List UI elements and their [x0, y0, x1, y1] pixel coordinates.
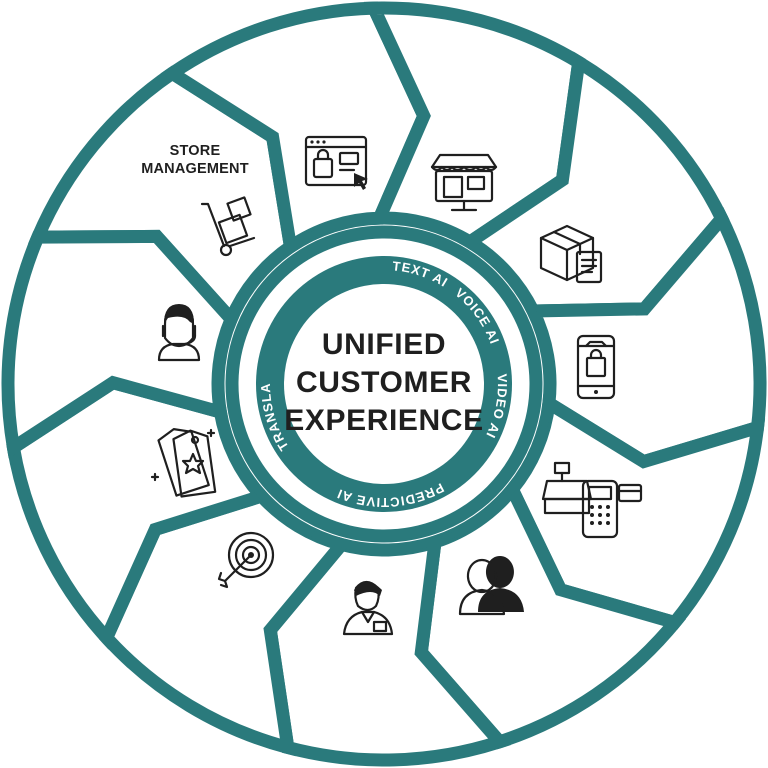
headset-agent-icon: [157, 304, 201, 362]
storefront-monitor-icon: [430, 153, 498, 212]
segment-label-line: MANAGEMENT: [141, 161, 249, 177]
two-people-icon: [458, 556, 524, 616]
hub-title-line-1: UNIFIED: [322, 328, 446, 361]
hand-truck-icon: [200, 196, 256, 257]
segment-icons: [150, 135, 643, 636]
loyalty-tags-icon: [150, 428, 217, 498]
smartphone-shop-icon: [576, 334, 616, 400]
package-box-icon: [539, 224, 603, 284]
hub-title-line-2: CUSTOMER: [296, 366, 472, 399]
hub-center: [284, 284, 484, 484]
target-dart-icon: [217, 531, 275, 589]
cash-register-terminal-icon: [541, 461, 643, 539]
segment-label-line: STORE: [170, 143, 221, 159]
hub-title-line-3: EXPERIENCE: [284, 404, 483, 437]
customer-profile-icon: [342, 580, 394, 636]
ecommerce-window-icon: [304, 135, 368, 190]
hub-outer-rim: [215, 215, 553, 553]
